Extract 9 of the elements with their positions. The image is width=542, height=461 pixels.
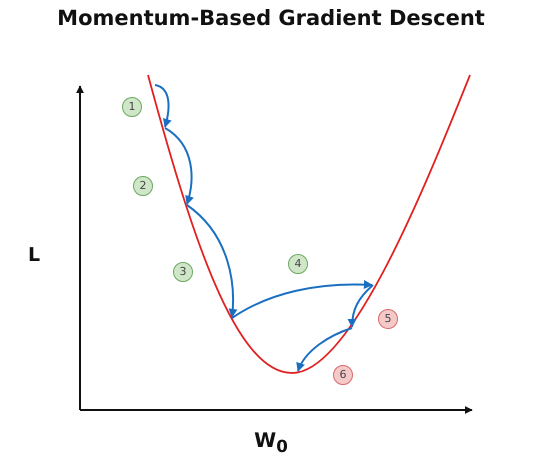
step-number: 5 [378, 309, 398, 329]
step-number: 2 [133, 176, 153, 196]
step-number: 3 [173, 262, 193, 282]
step-number: 6 [333, 365, 353, 385]
step-number: 1 [122, 97, 142, 117]
y-axis-label: L [28, 244, 40, 266]
step-number: 4 [288, 254, 308, 274]
chart-title: Momentum-Based Gradient Descent [56, 6, 486, 30]
x-axis-label: W$_{0}$ [253, 428, 289, 456]
